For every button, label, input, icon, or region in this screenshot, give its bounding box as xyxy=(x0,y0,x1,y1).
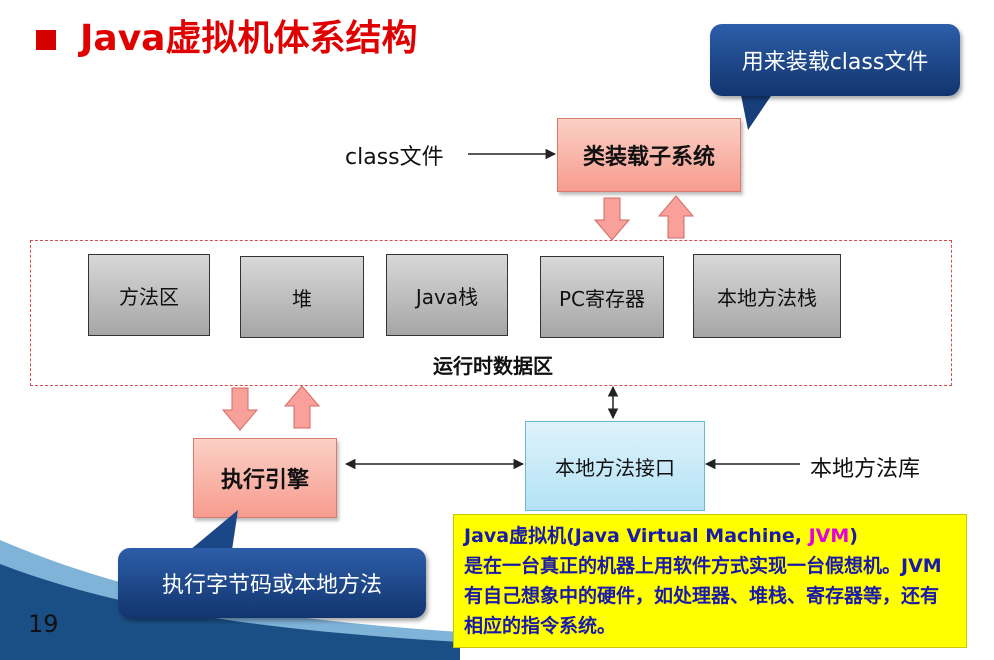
callout-load-class: 用来装载class文件 xyxy=(710,24,960,96)
native-method-interface: 本地方法接口 xyxy=(525,421,705,511)
class-loader-subsystem: 类装载子系统 xyxy=(557,118,741,192)
java-stack: Java栈 xyxy=(386,254,508,336)
callout-execute-bytecode: 执行字节码或本地方法 xyxy=(118,548,426,618)
note-line1-suffix: ) xyxy=(849,525,858,547)
runtime-data-area-label: 运行时数据区 xyxy=(433,354,553,378)
native-method-stack: 本地方法栈 xyxy=(693,254,841,338)
jvm-definition-note: Java虚拟机(Java Virtual Machine, JVM) 是在一台真… xyxy=(453,514,967,648)
pc-register: PC寄存器 xyxy=(540,256,664,338)
runtime-data-area xyxy=(30,240,952,386)
callout-top-tail xyxy=(740,90,775,130)
note-jvm-abbr: JVM xyxy=(808,525,850,547)
note-line1-prefix: Java虚拟机(Java Virtual Machine, xyxy=(464,525,809,547)
page-title: Java虚拟机体系结构 xyxy=(80,18,418,59)
execution-engine: 执行引擎 xyxy=(193,438,337,518)
class-file-label: class文件 xyxy=(345,145,444,170)
callout-bottom-tail xyxy=(190,510,238,550)
heap: 堆 xyxy=(240,256,364,338)
native-method-library: 本地方法库 xyxy=(810,457,921,482)
block-arrow-engine-down xyxy=(221,387,259,431)
title-bullet xyxy=(36,30,56,50)
note-body: 是在一台真正的机器上用软件方式实现一台假想机。JVM有自己想象中的硬件，如处理器… xyxy=(464,555,942,637)
method-area: 方法区 xyxy=(88,254,210,336)
block-arrow-engine-up xyxy=(283,385,321,429)
block-arrow-loader-down xyxy=(593,197,631,241)
slide-number: 19 xyxy=(28,610,59,638)
block-arrow-loader-up xyxy=(657,195,695,239)
slide-decoration xyxy=(0,540,460,660)
